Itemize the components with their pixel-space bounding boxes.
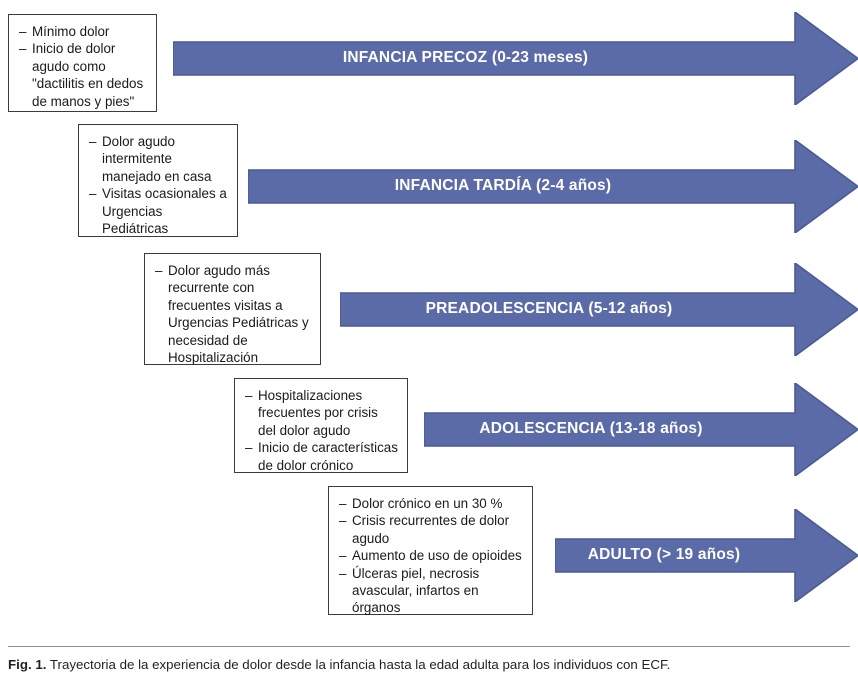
caption-text: Trayectoria de la experiencia de dolor d… (49, 657, 671, 672)
note-list: –Dolor agudo más recurrente con frecuent… (155, 262, 311, 366)
bullet-dash: – (339, 548, 347, 564)
bullet-dash: – (339, 565, 347, 581)
stage-arrow-adolescencia: ADOLESCENCIA (13-18 años) (424, 383, 858, 476)
arrow-shape (173, 12, 858, 105)
stage-arrow-adulto: ADULTO (> 19 años) (555, 509, 858, 602)
note-text: Dolor agudo más recurrente con frecuente… (168, 263, 309, 366)
stage-arrow-infancia-precoz: INFANCIA PRECOZ (0-23 meses) (173, 12, 858, 105)
arrow-shape (248, 140, 858, 233)
note-box-infancia-tardia: –Dolor agudo intermitente manejado en ca… (78, 124, 238, 237)
bullet-dash: – (19, 24, 27, 39)
note-text: Hospitalizaciones frecuentes por crisis … (258, 388, 378, 438)
bullet-dash: – (89, 186, 97, 202)
bullet-dash: – (19, 41, 27, 57)
note-list: –Dolor crónico en un 30 % –Crisis recurr… (339, 495, 523, 617)
note-item: –Dolor agudo intermitente manejado en ca… (89, 133, 228, 185)
arrow-shape (424, 383, 858, 476)
stage-arrow-preadolescencia: PREADOLESCENCIA (5-12 años) (340, 263, 858, 356)
note-item: –Visitas ocasionales a Urgencias Pediátr… (89, 185, 228, 237)
caption-label: Fig. 1. (8, 657, 47, 672)
figure-caption: Fig. 1. Trayectoria de la experiencia de… (8, 656, 852, 673)
figure-diagram: –Mínimo dolor –Inicio de dolor agudo com… (8, 12, 858, 615)
note-item: –Inicio de características de dolor crón… (245, 439, 398, 474)
note-text: Dolor crónico en un 30 % (352, 496, 503, 511)
bullet-dash: – (339, 513, 347, 529)
note-list: –Dolor agudo intermitente manejado en ca… (89, 133, 228, 237)
bullet-dash: – (339, 496, 347, 511)
bullet-dash: – (245, 388, 253, 403)
note-text: Mínimo dolor (32, 24, 110, 39)
note-text: Crisis recurrentes de dolor agudo (352, 513, 510, 546)
note-list: –Mínimo dolor –Inicio de dolor agudo com… (19, 23, 147, 110)
bullet-dash: – (89, 134, 97, 149)
note-box-infancia-precoz: –Mínimo dolor –Inicio de dolor agudo com… (8, 14, 157, 112)
note-text: Aumento de uso de opioides (352, 548, 522, 564)
note-text: Inicio de características de dolor cróni… (258, 440, 398, 473)
arrow-shape (555, 509, 858, 602)
note-item: –Mínimo dolor (19, 23, 147, 40)
note-text: Dolor agudo intermitente manejado en cas… (102, 134, 212, 184)
note-box-preadolescencia: –Dolor agudo más recurrente con frecuent… (144, 253, 321, 365)
note-text: Inicio de dolor agudo como "dactilitis e… (32, 41, 144, 109)
note-list: –Hospitalizaciones frecuentes por crisis… (245, 387, 398, 474)
bullet-dash: – (155, 263, 163, 278)
note-item: –Hospitalizaciones frecuentes por crisis… (245, 387, 398, 439)
note-text: Visitas ocasionales a Urgencias Pediátri… (102, 186, 227, 237)
caption-divider (8, 646, 850, 647)
note-item: –Inicio de dolor agudo como "dactilitis … (19, 40, 147, 110)
note-item: –Dolor agudo más recurrente con frecuent… (155, 262, 311, 366)
note-box-adolescencia: –Hospitalizaciones frecuentes por crisis… (234, 378, 408, 473)
note-item: –Aumento de uso de opioides (339, 547, 523, 564)
arrow-shape (340, 263, 858, 356)
note-box-adulto: –Dolor crónico en un 30 % –Crisis recurr… (328, 486, 533, 615)
note-item: –Úlceras piel, necrosis avascular, infar… (339, 565, 523, 617)
note-item: –Crisis recurrentes de dolor agudo (339, 512, 523, 547)
note-text: Úlceras piel, necrosis avascular, infart… (352, 565, 480, 616)
note-item: –Dolor crónico en un 30 % (339, 495, 523, 512)
bullet-dash: – (245, 440, 253, 456)
stage-arrow-infancia-tardia: INFANCIA TARDÍA (2-4 años) (248, 140, 858, 233)
